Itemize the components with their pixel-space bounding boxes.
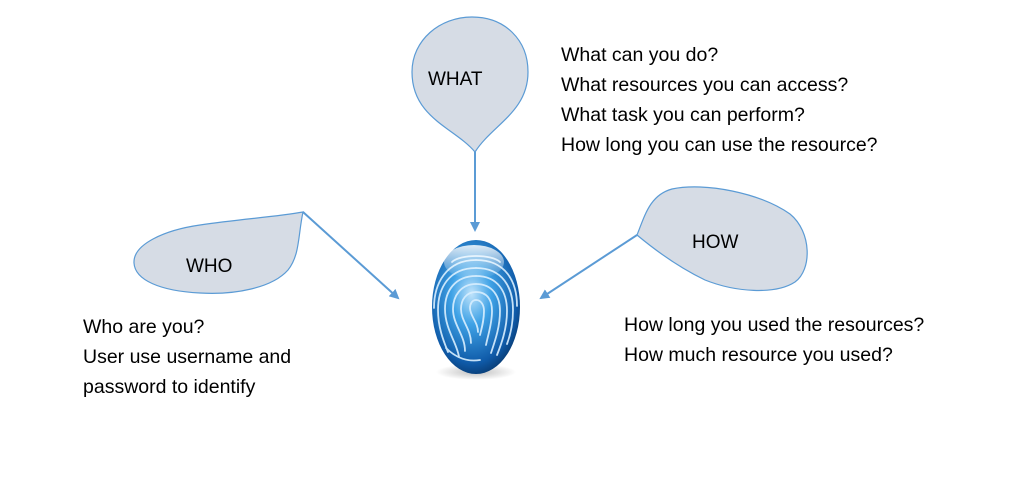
what-text-block: What can you do? What resources you can … — [561, 40, 878, 160]
how-text-block: How long you used the resources? How muc… — [624, 310, 924, 370]
what-line: What resources you can access? — [561, 74, 849, 96]
what-line: What task you can perform? — [561, 104, 805, 126]
who-arrow — [302, 211, 400, 300]
fingerprint-icon — [432, 240, 520, 380]
what-label: WHAT — [428, 69, 483, 90]
what-line: What can you do? — [561, 44, 719, 66]
who-label: WHO — [186, 256, 233, 277]
who-line: User use username and — [83, 346, 292, 368]
who-bubble — [133, 211, 304, 294]
what-bubble — [411, 16, 529, 154]
how-arrow — [539, 234, 638, 300]
who-line: Who are you? — [83, 316, 205, 338]
what-line: How long you can use the resource? — [561, 134, 878, 156]
who-line: password to identify — [83, 376, 256, 398]
how-bubble — [636, 186, 808, 291]
how-line: How long you used the resources? — [624, 314, 925, 336]
who-text-block: Who are you? User use username and passw… — [83, 312, 291, 402]
how-label: HOW — [692, 232, 739, 253]
how-line: How much resource you used? — [624, 344, 893, 366]
